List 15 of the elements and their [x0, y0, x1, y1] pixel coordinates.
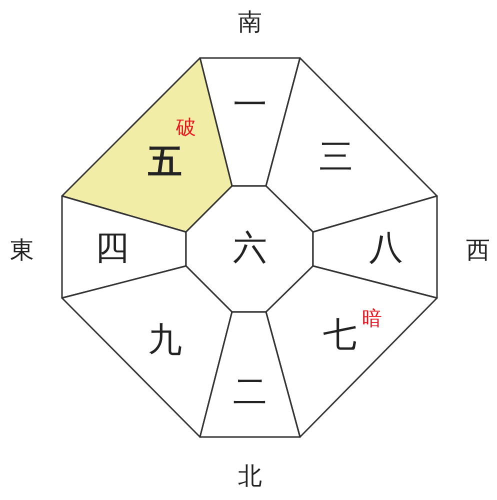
star-number: 六 — [233, 231, 267, 265]
star-number: 八 — [369, 231, 403, 265]
direction-label: 西 — [466, 238, 490, 262]
mark-text: 破 — [176, 117, 196, 137]
star-number: 三 — [319, 140, 353, 174]
direction-label: 南 — [238, 10, 262, 34]
mark-text: 暗 — [362, 308, 382, 328]
star-number: 二 — [233, 375, 267, 409]
direction-label: 北 — [238, 464, 262, 488]
star-number: 九 — [148, 323, 182, 357]
direction-label: 東 — [10, 238, 34, 262]
star-number: 五 — [148, 145, 182, 179]
star-number: 四 — [95, 231, 129, 265]
star-number: 一 — [233, 88, 267, 122]
star-number: 七 — [323, 318, 357, 352]
